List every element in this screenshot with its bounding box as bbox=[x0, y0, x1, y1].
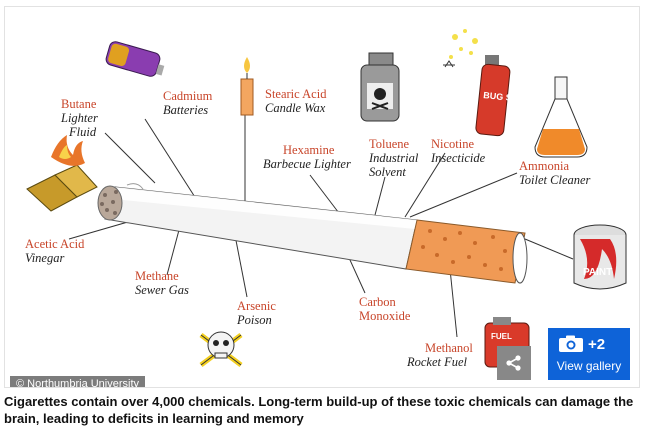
bug-spray-icon: BUG SPRAY bbox=[443, 29, 536, 137]
view-gallery-label: View gallery bbox=[556, 359, 622, 373]
diagram-illustration: BUG SPRAY PAINT bbox=[26, 29, 627, 368]
label-ammonia: Ammonia Toilet Cleaner bbox=[519, 159, 591, 187]
chemicals-diagram[interactable]: BUG SPRAY PAINT bbox=[4, 6, 640, 388]
camera-icon bbox=[559, 335, 583, 352]
paint-label: PAINT bbox=[583, 267, 612, 278]
image-caption: Cigarettes contain over 4,000 chemicals.… bbox=[4, 394, 634, 426]
label-hexamine: Hexamine Barbecue Lighter bbox=[263, 143, 351, 171]
label-butane: Butane Lighter Fluid bbox=[61, 97, 98, 139]
image-credit: © Northumbria University bbox=[10, 376, 146, 387]
label-carbon-monoxide: Carbon Monoxide bbox=[359, 295, 411, 323]
share-icon bbox=[506, 355, 521, 371]
label-nicotine: Nicotine Insecticide bbox=[431, 137, 486, 165]
candle-icon bbox=[240, 57, 254, 116]
battery-icon bbox=[105, 41, 165, 77]
skull-crossbones-icon bbox=[199, 331, 243, 367]
label-toluene: Toluene Industrial Solvent bbox=[369, 137, 419, 179]
leader-lines bbox=[68, 115, 574, 338]
gallery-count: +2 bbox=[588, 335, 606, 353]
view-gallery-button[interactable]: +2 View gallery bbox=[548, 328, 630, 380]
label-methane: Methane Sewer Gas bbox=[135, 269, 189, 297]
label-arsenic: Arsenic Poison bbox=[237, 299, 276, 327]
fuel-label: FUEL bbox=[491, 332, 512, 341]
flask-icon bbox=[534, 76, 588, 158]
cigarette bbox=[97, 183, 528, 284]
paint-can-icon: PAINT bbox=[573, 224, 627, 290]
solvent-bottle-icon bbox=[360, 52, 400, 122]
label-acetic-acid: Acetic Acid Vinegar bbox=[25, 237, 85, 265]
label-cadmium: Cadmium Batteries bbox=[163, 89, 213, 117]
lighter-icon bbox=[26, 135, 98, 212]
share-button[interactable] bbox=[497, 346, 531, 380]
label-stearic-acid: Stearic Acid Candle Wax bbox=[265, 87, 327, 115]
label-methanol: Methanol Rocket Fuel bbox=[407, 341, 473, 369]
